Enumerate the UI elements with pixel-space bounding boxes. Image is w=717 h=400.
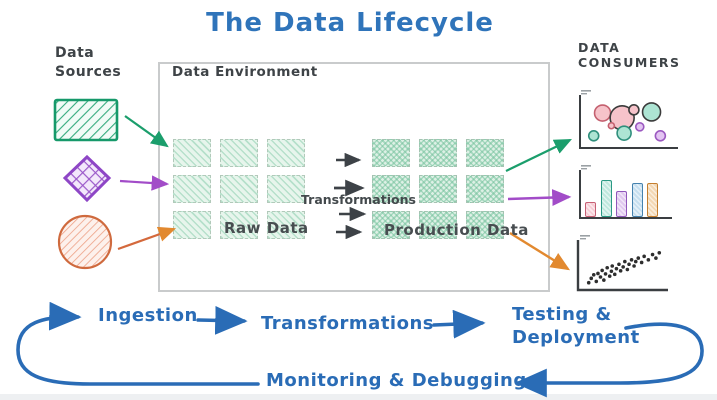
lifecycle-step-monitoring-debugging: Monitoring & Debugging	[266, 370, 527, 391]
bar-chart-bar	[647, 183, 659, 217]
source-shape-rectangle	[53, 98, 119, 142]
bubble-point	[587, 130, 600, 142]
raw-data-block	[267, 211, 305, 239]
scatter-point	[632, 264, 636, 268]
scatter-point	[646, 258, 651, 262]
production-data-block	[372, 139, 410, 167]
raw-data-block	[267, 175, 305, 203]
scatter-point	[600, 268, 604, 273]
bottom-edge-shading	[0, 394, 717, 400]
scatter-point	[614, 266, 619, 271]
lifecycle-step-transformations: Transformations	[261, 313, 434, 334]
bar-chart-bar	[616, 190, 628, 217]
bubble-chart-points	[587, 102, 667, 142]
data-consumers-label: DATA CONSUMERS	[578, 40, 681, 70]
raw-data-grid	[173, 139, 305, 239]
production-data-block	[466, 211, 504, 239]
bubble-point	[634, 122, 645, 132]
scatter-point	[625, 267, 630, 272]
production-data-block	[466, 139, 504, 167]
scatter-point	[654, 256, 658, 260]
scatter-point	[650, 252, 655, 257]
production-data-block	[419, 139, 457, 167]
production-data-block	[419, 175, 457, 203]
bubble-chart-axes	[579, 95, 678, 149]
lifecycle-step-ingestion: Ingestion	[98, 305, 198, 326]
scatter-point	[629, 258, 634, 262]
bubble-point	[607, 121, 616, 130]
scatter-point	[603, 272, 608, 276]
production-data-label: Production Data	[384, 221, 529, 239]
raw-data-block	[267, 139, 305, 167]
production-data-block	[466, 175, 504, 203]
transformations-label: Transformations	[301, 192, 416, 207]
page-title: The Data Lifecycle	[206, 8, 494, 38]
scatter-point	[623, 259, 627, 264]
bubble-point	[654, 130, 667, 142]
scatter-point	[642, 254, 646, 259]
scatter-point	[612, 272, 617, 277]
scatter-point	[617, 262, 621, 267]
scatter-point	[586, 280, 591, 285]
source-shape-diamond	[62, 154, 112, 203]
production-data-block	[419, 211, 457, 239]
arrow-transformations-to-testing	[432, 309, 486, 339]
bar-chart-bars	[580, 170, 672, 218]
bubble-point	[609, 104, 635, 131]
bubble-point	[616, 125, 632, 141]
loop-arrow-monitoring-to-ingestion	[16, 301, 260, 386]
scatter-chart-points	[586, 251, 662, 285]
scatter-point	[609, 269, 614, 274]
scatter-point	[636, 256, 641, 260]
raw-data-label: Raw Data	[224, 219, 309, 237]
lifecycle-step-testing-deployment: Testing & Deployment	[512, 304, 640, 348]
scatter-point	[633, 259, 638, 264]
scatter-point	[598, 275, 603, 279]
scatter-point	[602, 278, 606, 282]
raw-data-block	[173, 175, 211, 203]
bubble-point	[593, 104, 612, 122]
raw-data-block	[220, 175, 258, 203]
scatter-point	[589, 276, 594, 281]
production-data-grid	[372, 139, 504, 239]
scatter-point	[657, 251, 662, 255]
scatter-point	[591, 273, 596, 277]
raw-data-block	[173, 211, 211, 239]
scatter-point	[621, 265, 625, 269]
data-environment-label: Data Environment	[172, 64, 318, 80]
bar-chart-bar	[631, 183, 643, 217]
scatter-point	[607, 274, 612, 278]
scatter-point	[610, 264, 615, 268]
scatter-point	[639, 260, 644, 265]
production-data-block	[372, 211, 410, 239]
source-shape-circle	[57, 214, 113, 270]
raw-data-block	[220, 139, 258, 167]
raw-data-block	[220, 211, 258, 239]
raw-data-block	[173, 139, 211, 167]
bar-chart-bar	[600, 179, 612, 217]
bubble-point	[641, 102, 662, 122]
production-data-block	[372, 175, 410, 203]
data-sources-label: Data Sources	[55, 45, 122, 80]
scatter-chart-axes	[576, 240, 668, 292]
scatter-point	[594, 279, 599, 284]
scatter-point	[627, 262, 631, 267]
bubble-point	[628, 104, 640, 116]
scatter-point	[618, 269, 623, 273]
bar-chart-bar	[585, 202, 596, 217]
scatter-point	[596, 271, 600, 276]
scatter-point	[605, 265, 609, 270]
arrow-ingestion-to-transformations	[196, 305, 248, 335]
